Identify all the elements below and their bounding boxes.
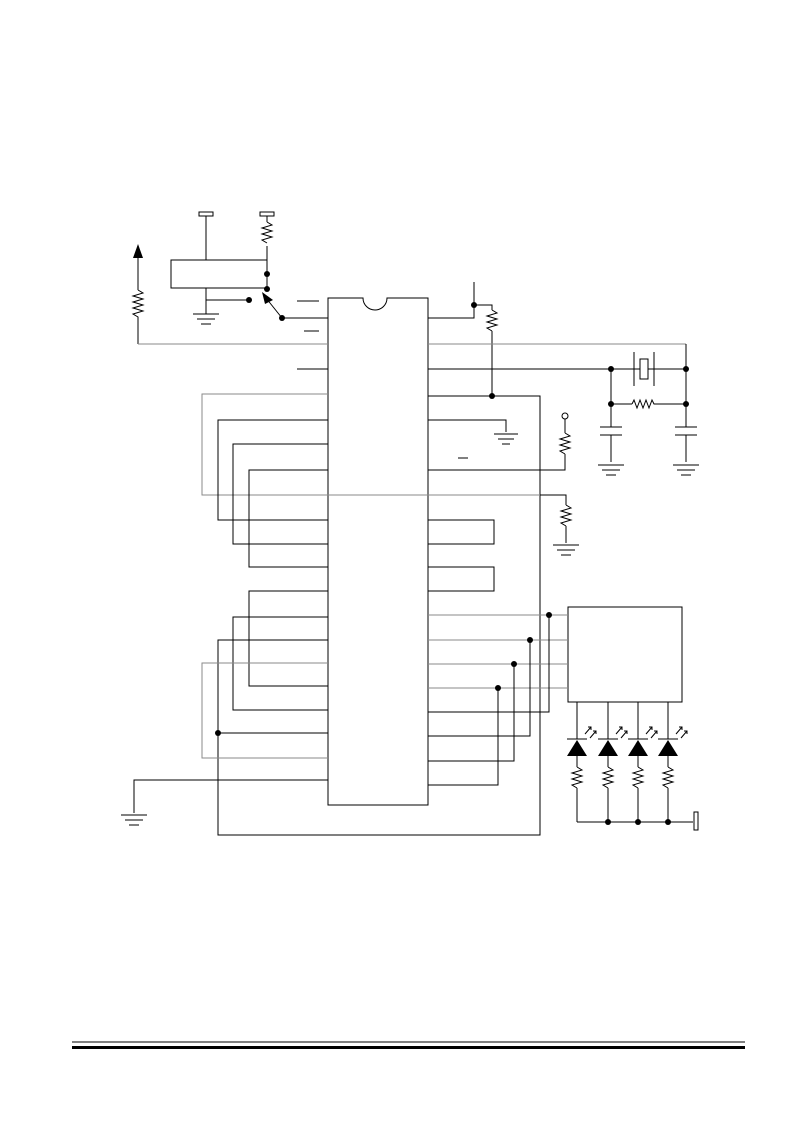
pullup-resistor: [260, 221, 274, 244]
driver-block: [567, 606, 683, 703]
capacitor-icon: [675, 404, 697, 462]
output-resistor: [131, 289, 145, 344]
led-icon: [628, 702, 658, 822]
regulator-block: [170, 259, 268, 289]
ground-symbol-icon: [121, 814, 147, 826]
ground-symbol-icon: [193, 313, 219, 325]
crystal-oscillator-icon: [633, 352, 655, 386]
ground-symbol-icon: [494, 433, 518, 445]
ground-symbol-icon: [598, 464, 624, 476]
pushbutton-switch-icon[interactable]: [262, 292, 283, 319]
led-icon: [658, 702, 688, 822]
footer-rule: [72, 1041, 745, 1049]
power-terminal-right: [259, 211, 275, 217]
led-icon: [598, 702, 628, 822]
ground-symbol-icon: [553, 544, 579, 556]
feedback-resistor: [631, 398, 686, 410]
power-terminal-led: [693, 811, 699, 831]
ground-symbol-icon: [673, 464, 699, 476]
microcontroller-ic: [327, 297, 429, 806]
capacitor-icon: [600, 404, 622, 462]
vdd-resistor: [485, 309, 499, 332]
led-icon: [567, 702, 597, 822]
output-arrow-icon: [133, 244, 143, 290]
led-array: [567, 702, 688, 822]
power-terminal-left: [198, 211, 214, 217]
